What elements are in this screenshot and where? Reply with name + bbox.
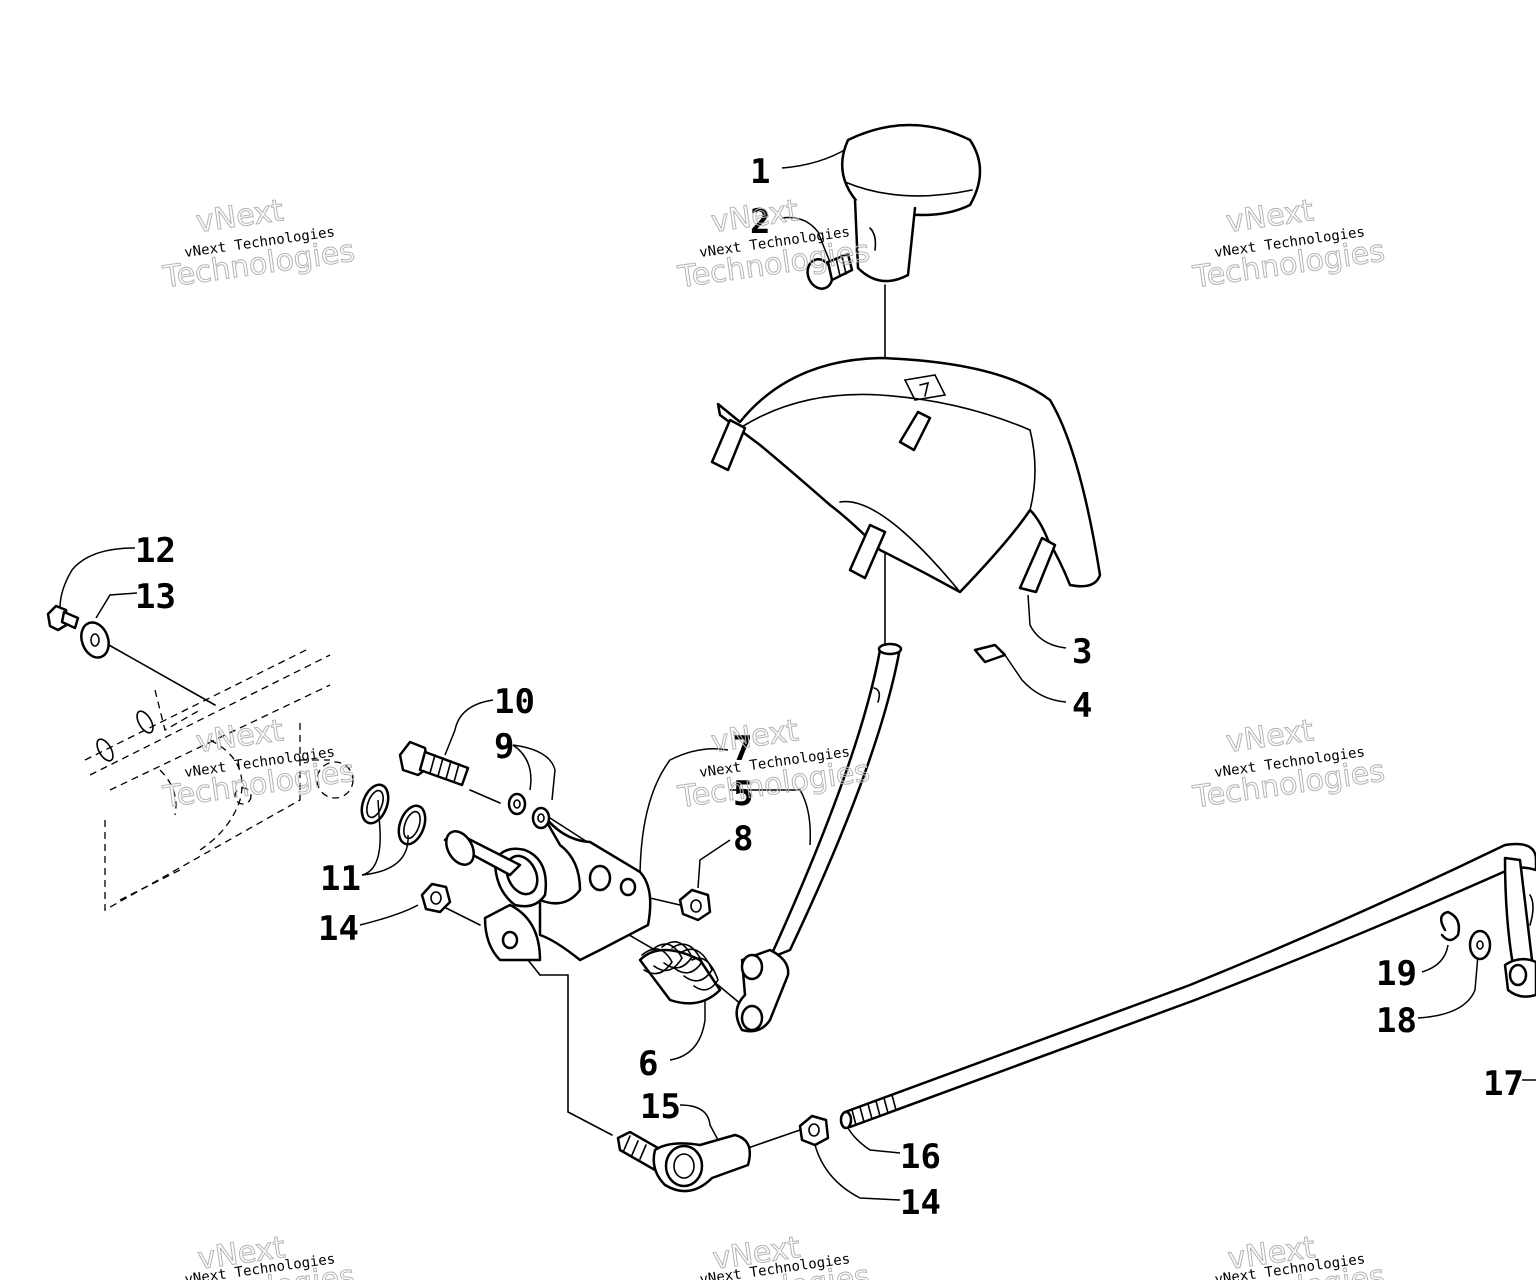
- callout-2: 2: [750, 202, 770, 242]
- callout-12: 12: [135, 531, 176, 571]
- watermark-bottom-right: vNext Technologies vNext Technologies: [1190, 1230, 1388, 1280]
- leader-lines: [59, 147, 1536, 1201]
- rod-end: [616, 1130, 752, 1193]
- callout-17: 17: [1483, 1064, 1524, 1104]
- pivot-bolt: [398, 740, 470, 787]
- callout-18: 18: [1376, 1001, 1417, 1041]
- watermark-bottom-center: vNext Technologies vNext Technologies: [675, 1230, 873, 1280]
- shift-rod: [839, 842, 1536, 1130]
- shift-lever: [735, 642, 903, 1033]
- pivot-bracket: [443, 808, 652, 962]
- watermark-top-right: vNext Technologies vNext Technologies: [1190, 193, 1388, 296]
- callout-14-left: 14: [318, 909, 359, 949]
- callout-3: 3: [1072, 632, 1092, 672]
- callout-13: 13: [135, 577, 176, 617]
- watermark-top-left: vNext Technologies vNext Technologies: [160, 193, 358, 296]
- cover-clip: [973, 643, 1007, 664]
- watermark-top-center: vNext Technologies vNext Technologies: [675, 193, 873, 296]
- lever-nut: [678, 888, 712, 922]
- watermark-mid-right: vNext Technologies vNext Technologies: [1190, 713, 1388, 816]
- shifter-cover: [710, 356, 1102, 594]
- callout-7: 7: [732, 729, 752, 769]
- callout-9: 9: [494, 727, 514, 767]
- o-rings: [360, 783, 427, 846]
- callout-8: 8: [733, 819, 753, 859]
- watermark-mid-left: vNext Technologies vNext Technologies: [160, 713, 358, 816]
- jam-nut-left: [420, 882, 452, 914]
- callout-labels: 1 2 3 4 7 5 8 6 10 9 11 14 12 13 15 16 1…: [135, 152, 1524, 1223]
- callout-11: 11: [320, 859, 361, 899]
- frame-outline: [84, 647, 354, 912]
- callout-14-rod: 14: [900, 1183, 941, 1223]
- callout-16: 16: [900, 1137, 941, 1177]
- rod-clip: [1439, 910, 1492, 961]
- callout-5: 5: [733, 774, 753, 814]
- return-spring: [638, 941, 722, 1005]
- callout-19: 19: [1376, 954, 1417, 994]
- frame-bolt: [46, 604, 110, 659]
- knob-screw: [806, 252, 854, 290]
- jam-nut-rod: [798, 1114, 830, 1147]
- watermark-bottom-left: vNext Technologies vNext Technologies: [160, 1230, 358, 1280]
- shift-knob: [840, 123, 982, 283]
- callout-10: 10: [494, 682, 535, 722]
- callout-15: 15: [640, 1087, 681, 1127]
- callout-4: 4: [1072, 686, 1092, 726]
- callout-1: 1: [750, 152, 770, 192]
- bolt-washers: [507, 792, 551, 830]
- callout-6: 6: [638, 1044, 658, 1084]
